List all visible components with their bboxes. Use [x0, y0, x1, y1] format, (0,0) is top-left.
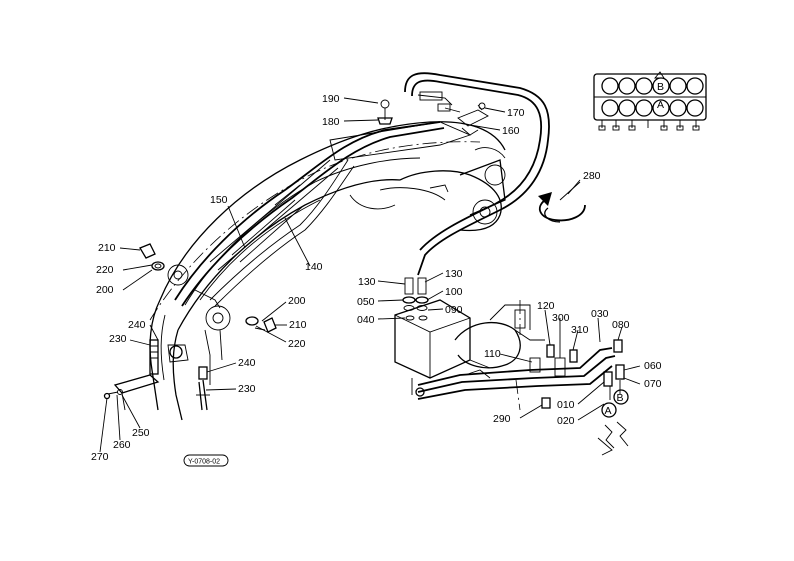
- callout-210-left: 210: [98, 242, 116, 254]
- callout-100: 100: [445, 286, 463, 298]
- callout-290: 290: [493, 413, 511, 425]
- valve-inset-label-a: A: [657, 99, 664, 111]
- callout-120: 120: [537, 300, 555, 312]
- callout-160: 160: [502, 125, 520, 137]
- port-piping: [411, 339, 625, 409]
- port-a-marker: [601, 402, 617, 418]
- callout-310: 310: [571, 324, 589, 336]
- callout-060: 060: [644, 360, 662, 372]
- callout-300: 300: [552, 312, 570, 324]
- callout-070: 070: [644, 378, 662, 390]
- boom-hose-lines: [174, 121, 445, 307]
- callout-110: 110: [484, 348, 501, 360]
- drawing-code-text: Y-0708-02: [188, 459, 220, 466]
- rotation-arrow-icon: [538, 181, 586, 223]
- callout-180: 180: [322, 116, 340, 128]
- valve-inset-label-b: B: [657, 81, 664, 93]
- callout-220-left: 220: [96, 264, 114, 276]
- callout-170: 170: [507, 107, 525, 119]
- callout-090: 090: [445, 304, 463, 316]
- port-a-label: A: [605, 405, 612, 417]
- callout-140: 140: [305, 261, 323, 273]
- callout-240-lower: 240: [238, 357, 256, 369]
- callout-020: 020: [557, 415, 575, 427]
- callout-240-upper: 240: [128, 319, 146, 331]
- boom-top-fittings: [377, 99, 489, 136]
- callout-150: 150: [210, 194, 228, 206]
- leader-lines: [99, 97, 641, 453]
- callout-260: 260: [113, 439, 131, 451]
- swing-bracket-block: [394, 277, 545, 411]
- swing-hose-loop: [404, 72, 550, 276]
- callout-010: 010: [557, 399, 575, 411]
- callout-200-left: 200: [96, 284, 114, 296]
- port-b-label: B: [617, 392, 624, 404]
- callout-230-upper: 230: [109, 333, 127, 345]
- callout-200-right: 200: [288, 295, 306, 307]
- valve-spools-top: [601, 77, 704, 95]
- callout-250: 250: [132, 427, 150, 439]
- callout-270: 270: [91, 451, 109, 463]
- port-markers: A B: [597, 389, 629, 456]
- arm-body: [149, 264, 231, 421]
- port-b-marker: [613, 389, 629, 405]
- left-fittings: [139, 243, 277, 333]
- callout-080: 080: [612, 319, 630, 331]
- callout-190: 190: [322, 93, 340, 105]
- callout-050: 050: [357, 296, 375, 308]
- valve-spools-bottom: [601, 99, 704, 117]
- valve-inset: B A: [593, 71, 707, 131]
- drawing-code-stamp: Y-0708-02: [183, 454, 229, 467]
- callout-220-right: 220: [288, 338, 306, 350]
- callout-130-right: 130: [445, 268, 463, 280]
- callout-210-right: 210: [289, 319, 307, 331]
- callout-130-left: 130: [358, 276, 376, 288]
- part-callouts: 190 180 170 160 280 150 140 210 220 200 …: [91, 93, 662, 463]
- callout-280: 280: [583, 170, 601, 182]
- callout-040: 040: [357, 314, 375, 326]
- arm-end-fittings: [103, 339, 210, 411]
- callout-230-lower: 230: [238, 383, 256, 395]
- callout-030: 030: [591, 308, 609, 320]
